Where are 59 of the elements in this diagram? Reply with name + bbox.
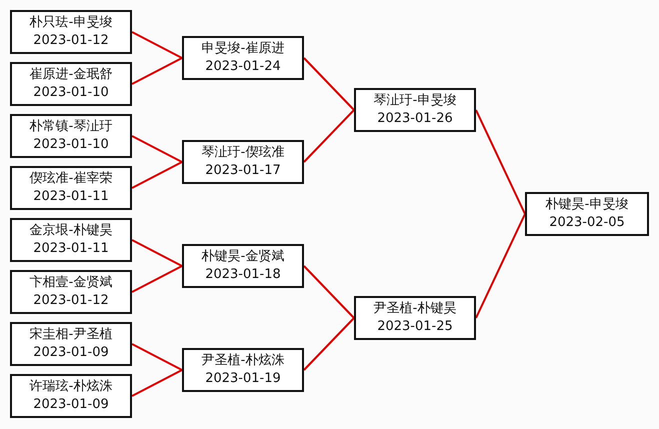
match-box	[10, 10, 132, 54]
bracket-line	[303, 317, 355, 371]
match-box	[354, 88, 476, 132]
match-date: 2023-01-17	[205, 162, 281, 180]
match-date: 2023-02-05	[549, 214, 625, 232]
match-date: 2023-01-09	[33, 344, 109, 362]
match-date: 2023-01-25	[377, 318, 453, 336]
match-box	[10, 62, 132, 106]
bracket-line	[132, 343, 182, 371]
match-date: 2023-01-18	[205, 266, 281, 284]
player-names: 朴常镇-琴沚玗	[30, 118, 112, 136]
match-box	[182, 348, 304, 392]
player-names: 尹圣植-朴炫洙	[202, 352, 284, 370]
bracket-line	[303, 265, 355, 319]
bracket-line	[132, 31, 182, 59]
match-box	[10, 374, 132, 418]
player-names: 朴键昊-申旻埈	[546, 196, 628, 214]
player-names: 金京垠-朴键昊	[30, 222, 112, 240]
player-names: 琴沚玗-偰玹准	[202, 144, 284, 162]
match-box	[354, 296, 476, 340]
bracket-line	[475, 110, 526, 214]
player-names: 申旻埈-崔原进	[202, 40, 284, 58]
bracket-line	[132, 161, 182, 189]
match-date: 2023-01-24	[205, 58, 281, 76]
bracket-line	[132, 265, 182, 293]
player-names: 朴只珐-申旻埈	[30, 14, 112, 32]
player-names: 宋圭相-尹圣植	[30, 326, 112, 344]
match-box	[10, 322, 132, 366]
player-names: 琴沚玗-申旻埈	[374, 92, 456, 110]
bracket-line	[132, 57, 182, 85]
match-date: 2023-01-26	[377, 110, 453, 128]
match-box	[10, 114, 132, 158]
match-date: 2023-01-10	[33, 84, 109, 102]
match-box	[182, 244, 304, 288]
match-box	[182, 140, 304, 184]
match-box	[182, 36, 304, 80]
bracket-line	[132, 369, 182, 397]
match-date: 2023-01-19	[205, 370, 281, 388]
match-date: 2023-01-11	[33, 240, 109, 258]
bracket-line	[132, 135, 182, 163]
match-date: 2023-01-12	[33, 32, 109, 50]
player-names: 朴键昊-金贤斌	[202, 248, 284, 266]
match-box	[10, 218, 132, 262]
match-date: 2023-01-11	[33, 188, 109, 206]
player-names: 卞相壹-金贤斌	[30, 274, 112, 292]
bracket-line	[132, 239, 182, 267]
match-date: 2023-01-12	[33, 292, 109, 310]
player-names: 许瑞玹-朴炫洙	[30, 378, 112, 396]
player-names: 尹圣植-朴键昊	[374, 300, 456, 318]
match-box	[10, 166, 132, 210]
match-box	[10, 270, 132, 314]
match-date: 2023-01-10	[33, 136, 109, 154]
match-date: 2023-01-09	[33, 396, 109, 414]
match-box	[525, 192, 649, 236]
bracket-line	[303, 57, 355, 111]
bracket-line	[303, 109, 355, 163]
player-names: 崔原进-金珉舒	[30, 66, 112, 84]
player-names: 偰玹准-崔宰荣	[30, 170, 112, 188]
bracket-line	[475, 214, 526, 318]
